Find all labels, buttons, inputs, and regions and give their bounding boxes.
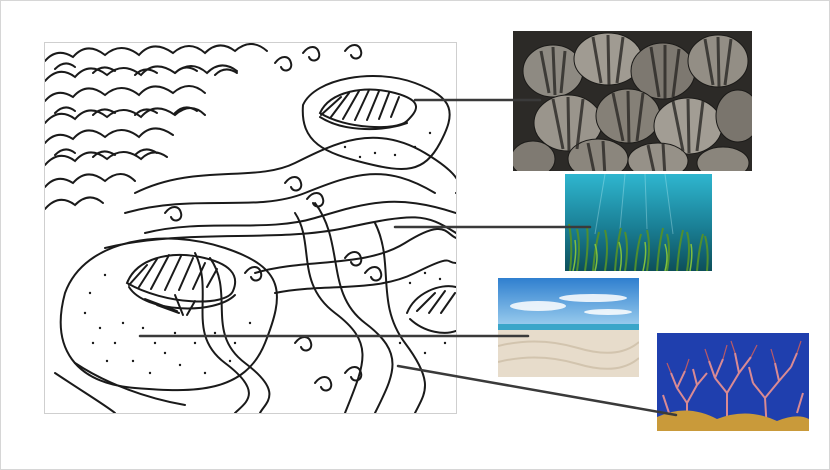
ocean-line-art-icon bbox=[45, 43, 456, 413]
sandy-beach-photo-icon bbox=[498, 278, 639, 377]
red-coral-photo bbox=[657, 333, 809, 431]
ocean-line-art-drawing bbox=[44, 42, 457, 414]
sandy-beach-photo bbox=[498, 278, 639, 377]
red-coral-photo-icon bbox=[657, 333, 809, 431]
cockle-shells-photo-icon bbox=[513, 31, 752, 171]
cockle-shells-photo bbox=[513, 31, 752, 171]
underwater-seagrass-photo bbox=[565, 174, 712, 271]
underwater-seagrass-photo-icon bbox=[565, 174, 712, 271]
